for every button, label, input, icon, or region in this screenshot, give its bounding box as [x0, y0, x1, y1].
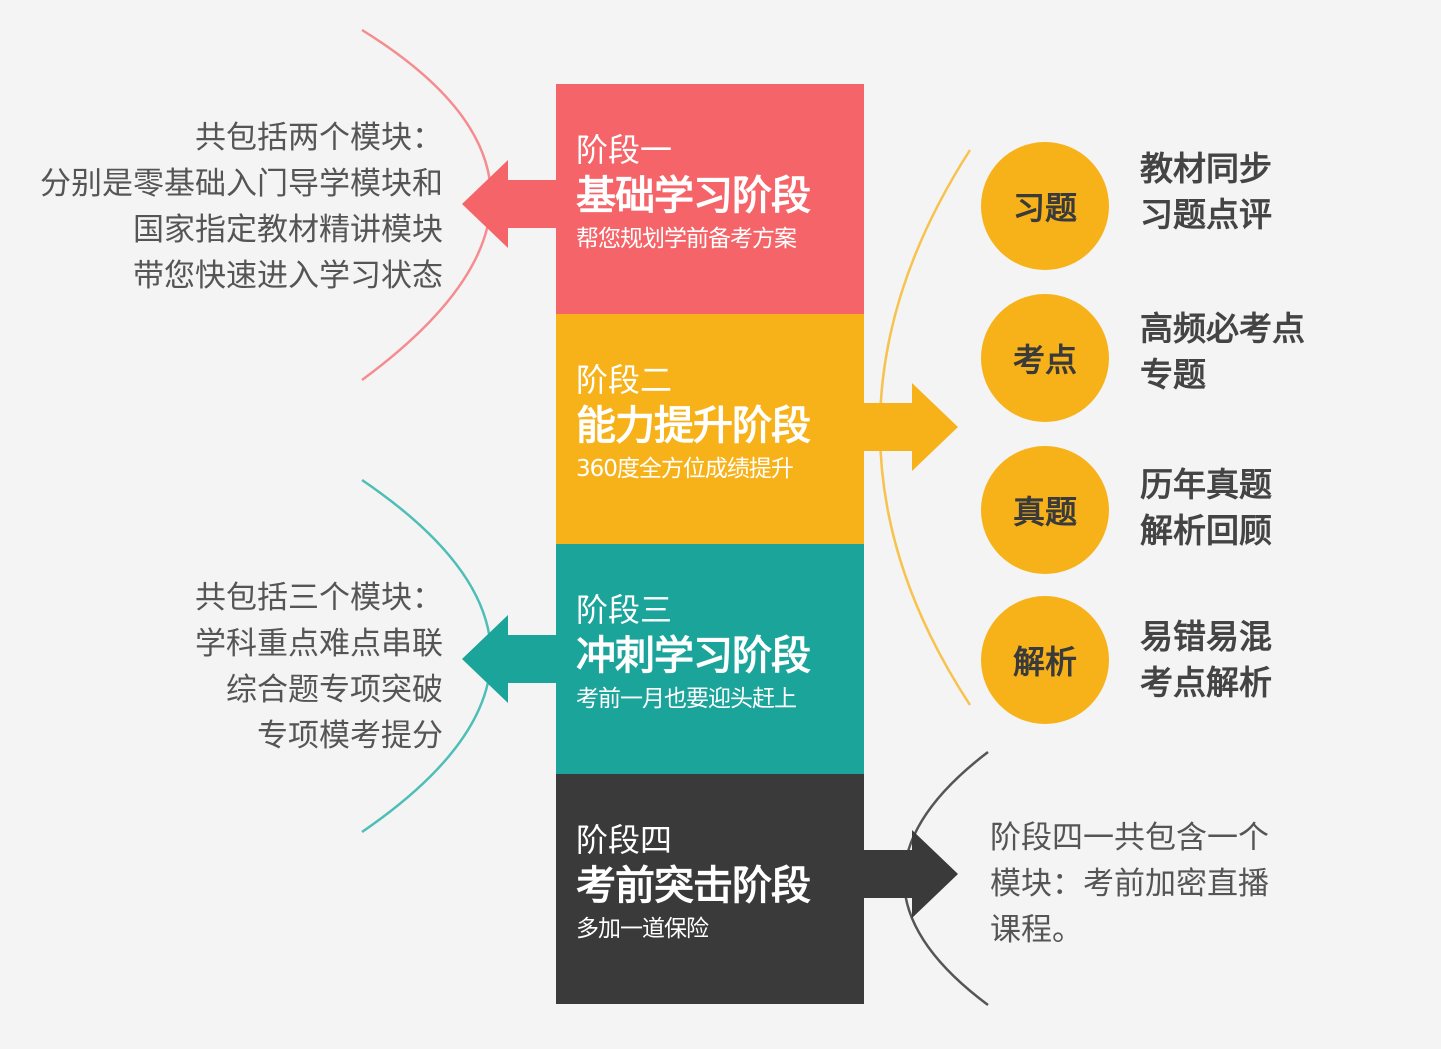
stage-label: 阶段一: [576, 131, 673, 169]
module-text-line: 历年真题: [1140, 465, 1272, 504]
module-text-line: 专题: [1140, 355, 1206, 394]
stage4-arrow: [864, 830, 958, 918]
stage-block-1: 阶段一 基础学习阶段 帮您规划学前备考方案: [556, 84, 864, 314]
stage3-arrow: [462, 615, 556, 703]
module-text-line: 习题点评: [1140, 195, 1272, 234]
note-line: 综合题专项突破: [226, 672, 443, 708]
module-badge-exercises: 习题: [981, 142, 1109, 270]
module-text-line: 考点解析: [1140, 663, 1272, 702]
stage-subtitle: 多加一道保险: [576, 916, 709, 942]
stage1-note: 共包括两个模块： 分别是零基础入门导学模块和 国家指定教材精讲模块 带您快速进入…: [40, 115, 443, 299]
module-text-past-exams: 历年真题 解析回顾: [1140, 462, 1272, 554]
stage-title: 冲刺学习阶段: [576, 633, 811, 679]
stage-title: 基础学习阶段: [576, 173, 811, 219]
module-text-key-points: 高频必考点 专题: [1140, 306, 1305, 398]
module-text-line: 教材同步: [1140, 149, 1272, 188]
stage-subtitle: 360度全方位成绩提升: [576, 456, 794, 482]
stage-title: 考前突击阶段: [576, 863, 811, 909]
stage2-arrow: [864, 383, 958, 471]
module-text-analysis: 易错易混 考点解析: [1140, 614, 1272, 706]
stage-label: 阶段三: [576, 591, 673, 629]
module-badge-key-points: 考点: [981, 294, 1109, 422]
note-line: 国家指定教材精讲模块: [133, 212, 443, 248]
module-text-line: 高频必考点: [1140, 309, 1305, 348]
stage-subtitle: 帮您规划学前备考方案: [576, 226, 797, 252]
stage-label: 阶段二: [576, 361, 673, 399]
note-line: 共包括两个模块：: [195, 120, 443, 156]
stage3-note: 共包括三个模块： 学科重点难点串联 综合题专项突破 专项模考提分: [195, 575, 443, 759]
stage-block-2: 阶段二 能力提升阶段 360度全方位成绩提升: [556, 314, 864, 544]
module-text-line: 易错易混: [1140, 617, 1272, 656]
module-badge-past-exams: 真题: [981, 446, 1109, 574]
note-line: 专项模考提分: [257, 718, 443, 754]
note-line: 带您快速进入学习状态: [133, 258, 443, 294]
stage-subtitle: 考前一月也要迎头赶上: [576, 686, 797, 712]
module-badge-analysis: 解析: [981, 596, 1109, 724]
stage-block-4: 阶段四 考前突击阶段 多加一道保险: [556, 774, 864, 1004]
note-line: 阶段四一共包含一个: [990, 820, 1269, 856]
module-text-line: 解析回顾: [1140, 511, 1272, 550]
note-line: 课程。: [990, 912, 1083, 948]
stage-label: 阶段四: [576, 821, 673, 859]
module-text-exercises: 教材同步 习题点评: [1140, 146, 1272, 238]
stage-title: 能力提升阶段: [576, 403, 811, 449]
note-line: 分别是零基础入门导学模块和: [40, 166, 443, 202]
stage-block-3: 阶段三 冲刺学习阶段 考前一月也要迎头赶上: [556, 544, 864, 774]
stage4-note: 阶段四一共包含一个 模块：考前加密直播 课程。: [990, 815, 1269, 953]
note-line: 学科重点难点串联: [195, 626, 443, 662]
note-line: 共包括三个模块：: [195, 580, 443, 616]
note-line: 模块：考前加密直播: [990, 866, 1269, 902]
stage1-arrow: [462, 160, 556, 248]
